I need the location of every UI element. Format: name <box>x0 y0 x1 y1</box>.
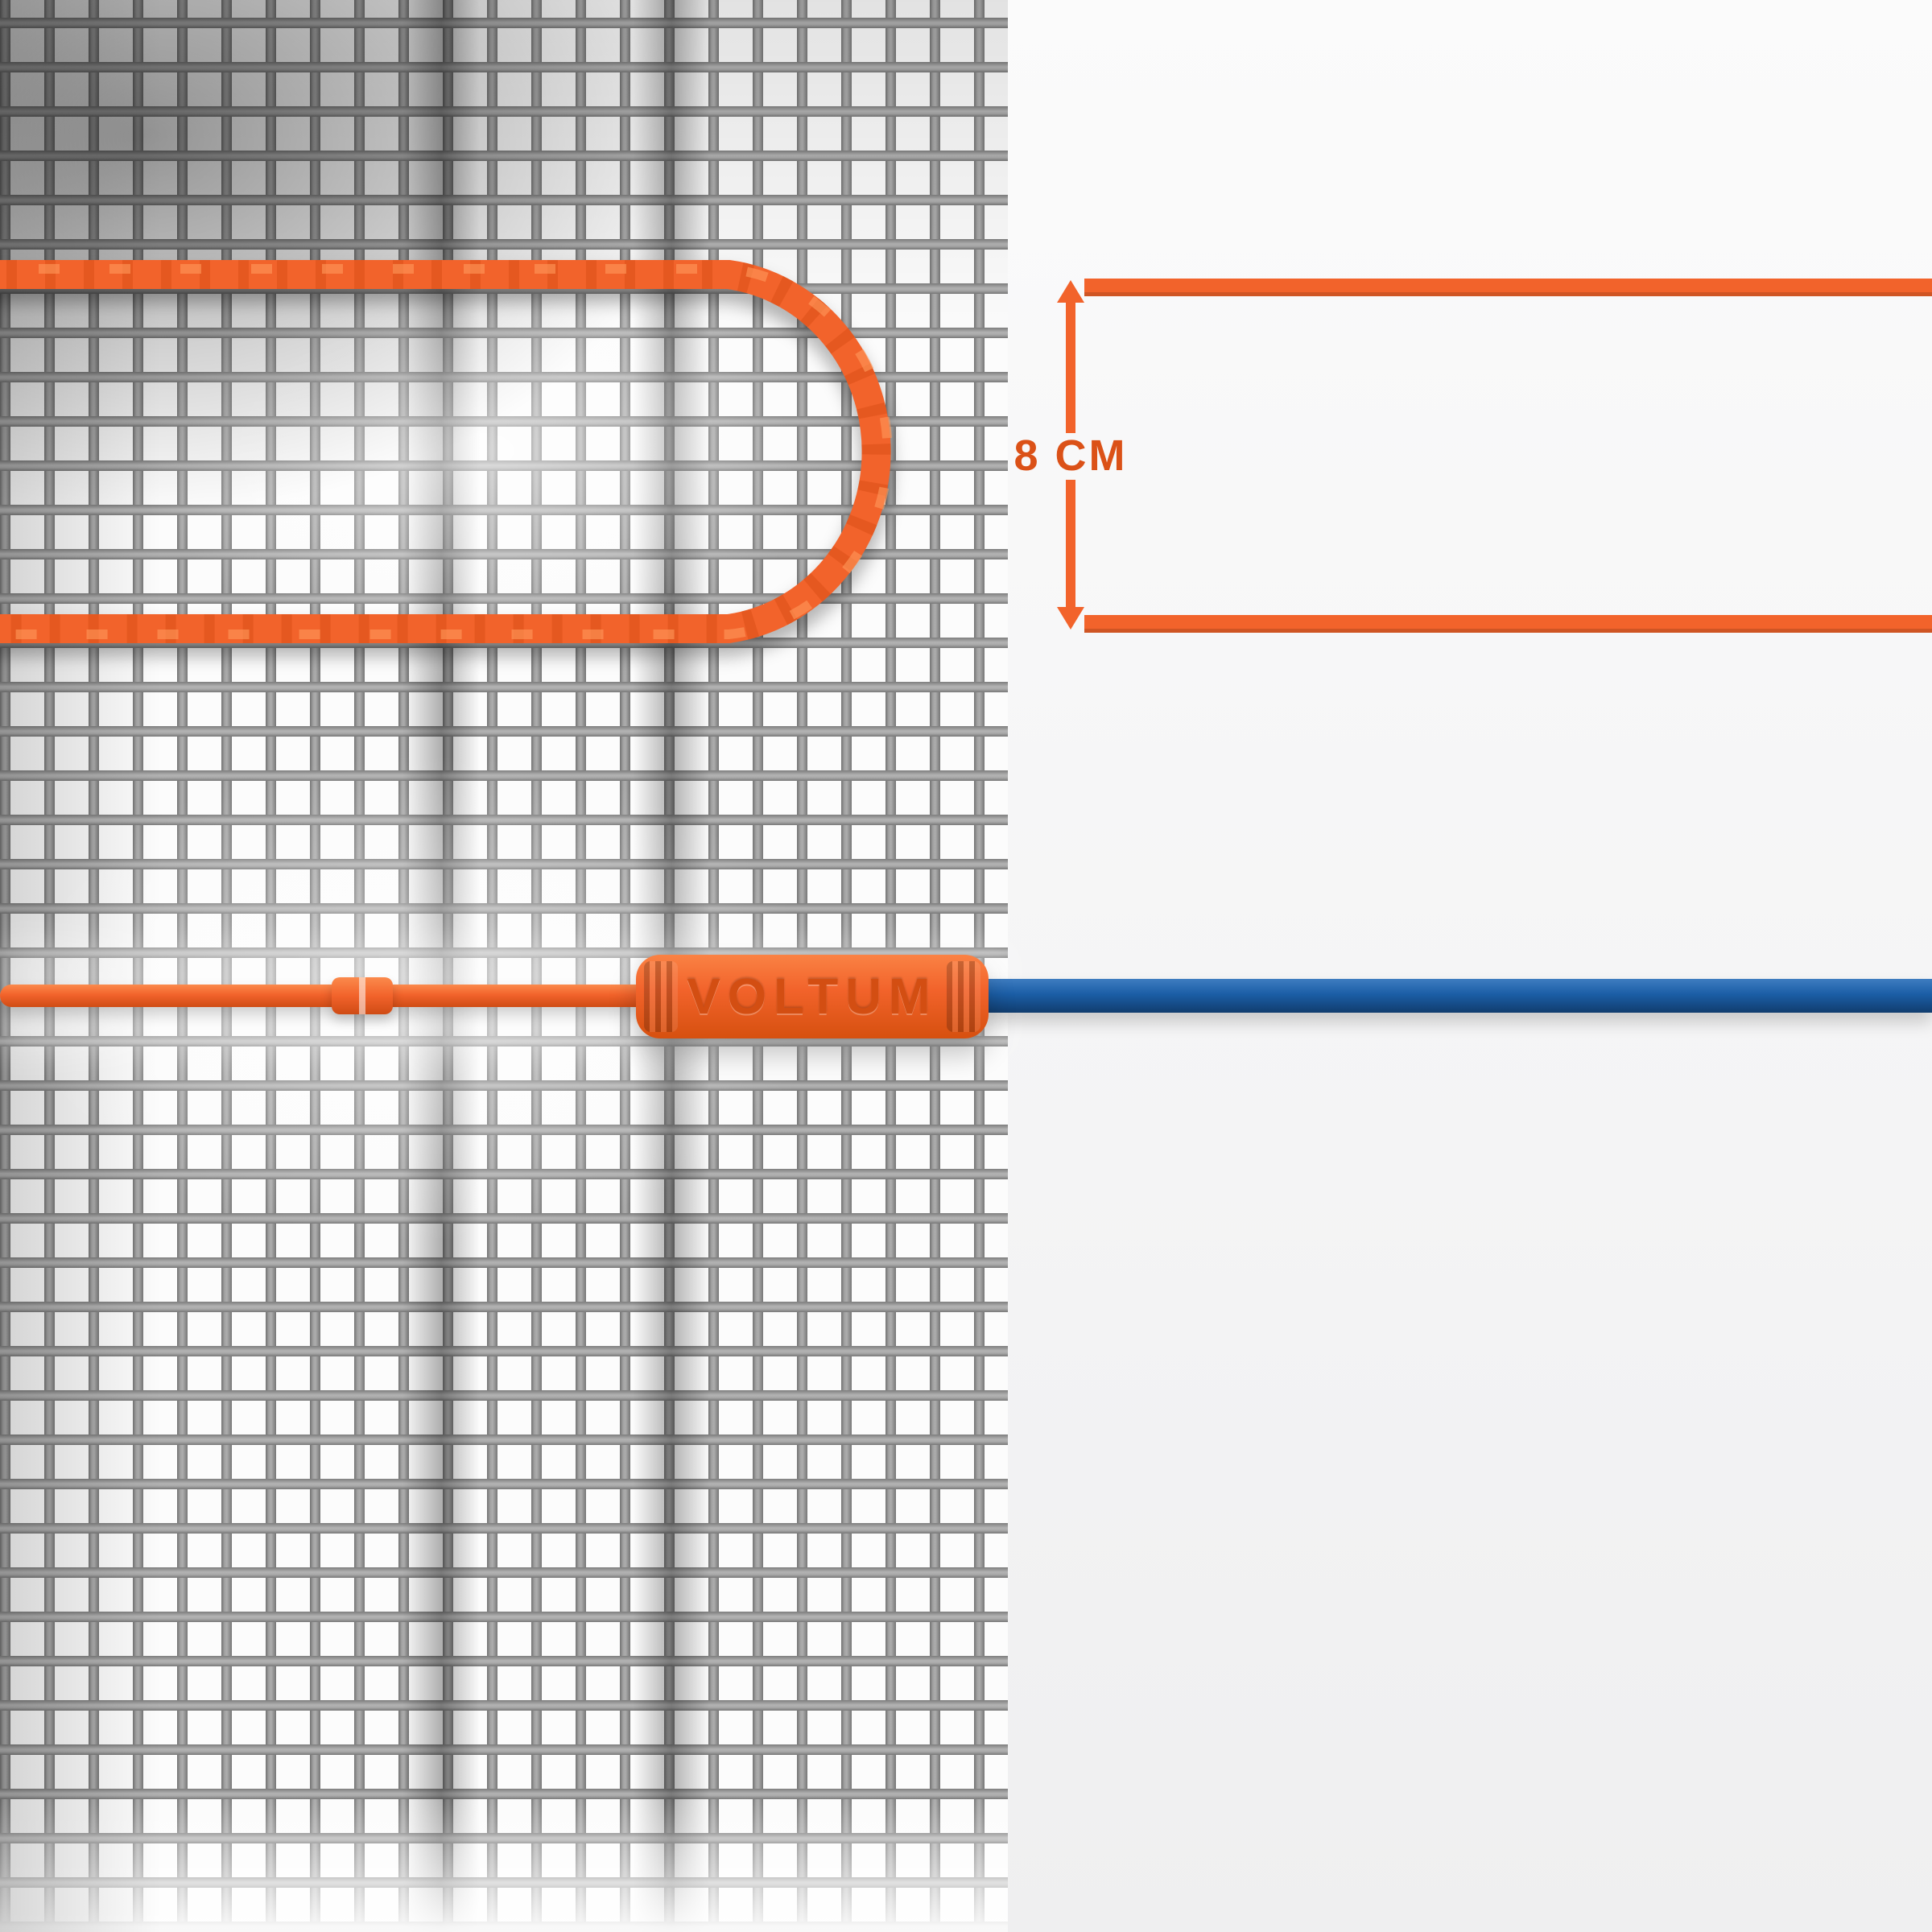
heating-cable-highlight <box>0 264 893 639</box>
dimension-extent-bar-top <box>1084 279 1932 296</box>
connector-body: VOLTUM <box>636 955 989 1038</box>
heating-cable-spiral-wrap <box>0 260 891 643</box>
arrow-up-icon <box>1057 280 1084 303</box>
cable-splice-clip <box>332 977 393 1014</box>
heating-cable-core <box>0 260 891 643</box>
arrow-down-icon <box>1057 607 1084 630</box>
dimension-extent-bar-bottom <box>1084 615 1932 633</box>
connector-brand-label: VOLTUM <box>687 968 938 1025</box>
connector-ribs-left <box>644 961 678 1032</box>
power-supply-cable <box>979 979 1932 1013</box>
dimension-line-upper <box>1066 299 1075 433</box>
connector-ribs-right <box>947 961 980 1032</box>
heating-cable-shadow <box>0 270 893 657</box>
dimension-line-lower <box>1066 480 1075 610</box>
dimension-label: 8 CM <box>1013 431 1128 480</box>
cold-lead-cable <box>0 985 652 1007</box>
